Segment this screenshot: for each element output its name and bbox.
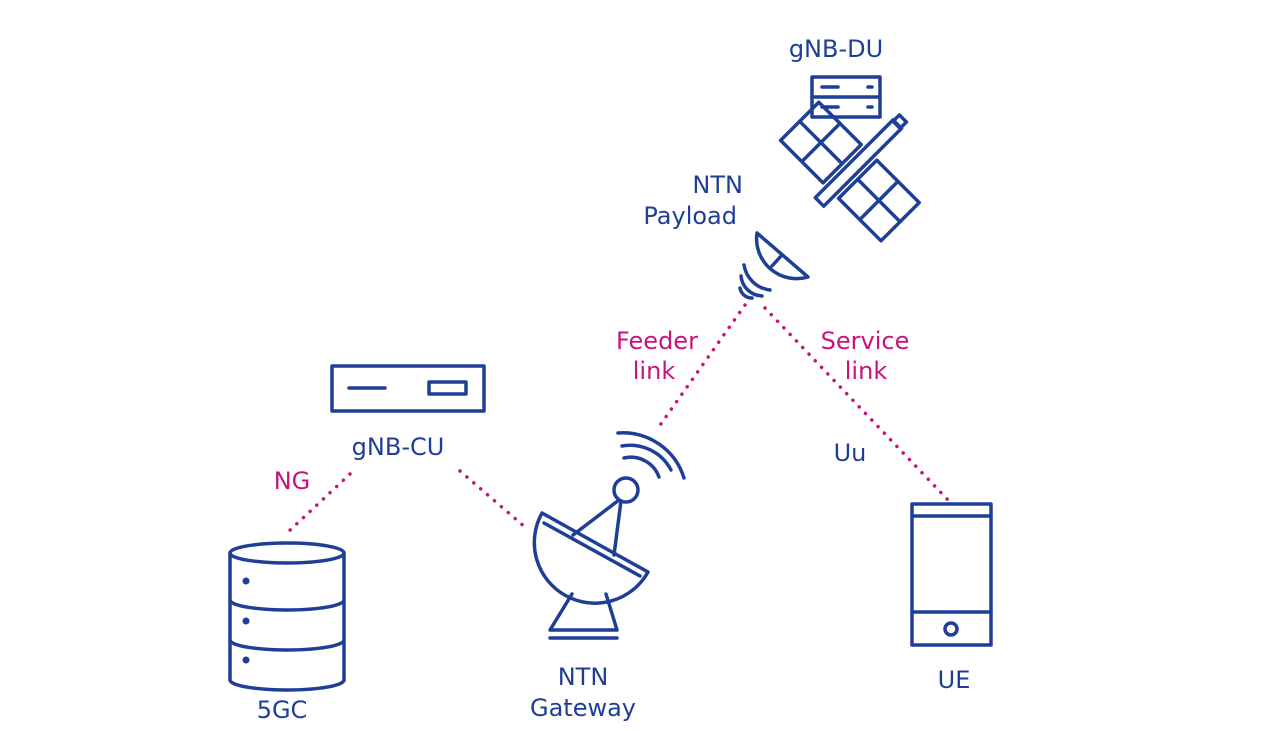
database-led — [242, 656, 250, 664]
smartphone-icon — [910, 502, 993, 647]
feeder-link-label-line1: Feeder — [616, 327, 698, 355]
feeder-link-label-line2: link — [633, 357, 676, 385]
ntn-payload-label-line2: Payload — [643, 202, 737, 230]
ue-label: UE — [938, 666, 971, 694]
gateway-label-line1: NTN — [558, 663, 609, 691]
service-link-label-line1: Service — [821, 327, 910, 355]
dish-antenna-icon — [532, 431, 686, 640]
cu-gateway-link-line — [458, 469, 528, 530]
gnb-cu-server-icon — [330, 364, 486, 413]
ng-interface-label: NG — [274, 467, 311, 495]
gateway-label-line2: Gateway — [530, 694, 636, 722]
service-link-label-line2: link — [845, 357, 888, 385]
gnb-du-label: gNB-DU — [789, 35, 883, 63]
satellite-icon — [738, 100, 921, 300]
gnb-du-server-icon — [810, 75, 882, 119]
ntn-payload-label-line1: NTN — [692, 171, 743, 199]
database-icon — [228, 541, 346, 692]
uu-interface-label: Uu — [834, 439, 867, 467]
database-led — [242, 577, 250, 585]
core-label: 5GC — [257, 696, 308, 724]
database-led — [242, 617, 250, 625]
service-link-line — [763, 306, 950, 502]
ng-link-line — [285, 472, 352, 535]
gnb-cu-label: gNB-CU — [352, 433, 445, 461]
